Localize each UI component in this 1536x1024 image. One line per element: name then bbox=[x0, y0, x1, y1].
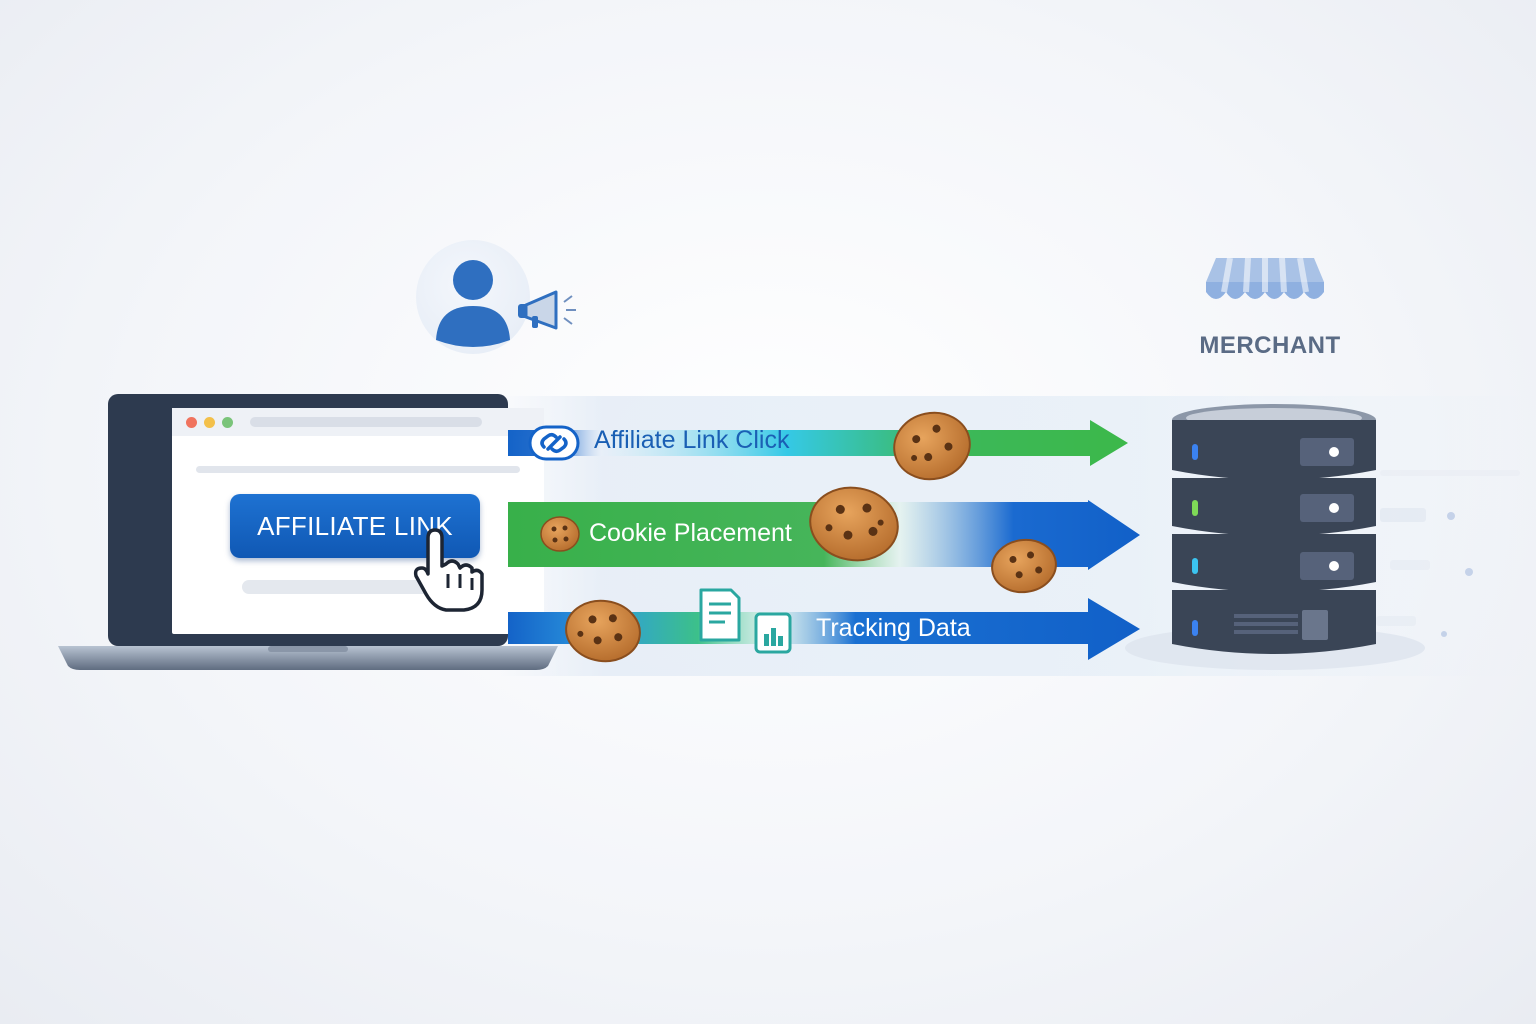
content-placeholder-line bbox=[196, 466, 520, 473]
arrow-affiliate-link-click bbox=[508, 420, 1128, 466]
url-bar bbox=[250, 417, 482, 427]
server-icon bbox=[1125, 404, 1425, 670]
cookie-icon bbox=[991, 538, 1057, 594]
maximize-dot-icon bbox=[222, 417, 233, 428]
laptop: AFFILIATE LINK bbox=[58, 394, 558, 674]
label-tracking-data: Tracking Data bbox=[816, 614, 971, 642]
motion-streaks bbox=[1376, 470, 1520, 637]
cookie-icon bbox=[540, 516, 580, 552]
storefront-icon bbox=[1206, 257, 1324, 299]
chart-icon bbox=[754, 612, 792, 654]
cookie-icon bbox=[809, 486, 899, 562]
browser-window: AFFILIATE LINK bbox=[172, 408, 544, 634]
document-icon bbox=[699, 588, 741, 642]
minimize-dot-icon bbox=[204, 417, 215, 428]
laptop-screen: AFFILIATE LINK bbox=[108, 394, 544, 646]
cookie-icon bbox=[893, 411, 971, 481]
merchant: MERCHANT bbox=[1180, 250, 1360, 370]
laptop-base bbox=[58, 646, 558, 670]
label-affiliate-link-click: Affiliate Link Click bbox=[594, 426, 790, 454]
user-icon bbox=[436, 260, 510, 347]
merchant-label: MERCHANT bbox=[1199, 332, 1341, 359]
link-icon bbox=[528, 425, 580, 461]
browser-toolbar bbox=[172, 408, 544, 436]
affiliate-marketer bbox=[416, 240, 586, 355]
megaphone-icon bbox=[518, 290, 576, 330]
hand-cursor-icon bbox=[413, 528, 484, 612]
cookie-icon bbox=[565, 599, 641, 663]
arrow-tracking-data bbox=[508, 598, 1140, 660]
close-dot-icon bbox=[186, 417, 197, 428]
label-cookie-placement: Cookie Placement bbox=[589, 519, 792, 547]
